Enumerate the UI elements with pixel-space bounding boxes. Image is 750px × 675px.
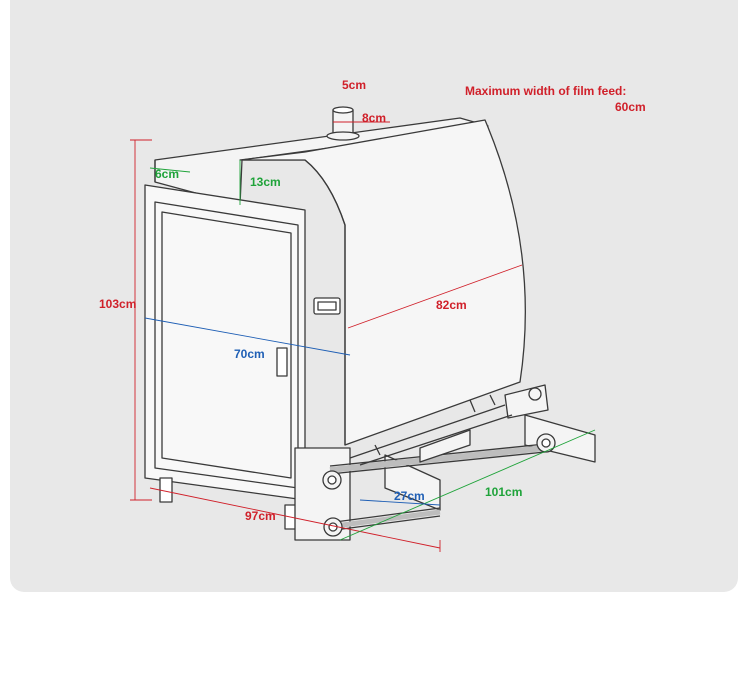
dim-side-step: 13cm bbox=[250, 175, 281, 189]
side-handle-inner bbox=[317, 301, 337, 311]
roller-cap-3-inner bbox=[541, 438, 551, 448]
door-panel bbox=[154, 201, 299, 489]
door-inner bbox=[161, 211, 292, 479]
end-bracket bbox=[524, 414, 596, 463]
lower-roller-edge bbox=[334, 507, 441, 531]
dim-total-length: 101cm bbox=[485, 485, 523, 499]
door-latch bbox=[276, 347, 288, 377]
mid-shaft-2 bbox=[359, 414, 513, 466]
annotation-film-width: Maximum width of film feed: bbox=[465, 84, 627, 98]
dim-total-height: 103cm bbox=[99, 297, 137, 311]
exhaust-outlet-base bbox=[326, 131, 360, 141]
upper-roller bbox=[329, 445, 546, 473]
roller-cap-4 bbox=[528, 387, 542, 401]
feed-shaft-b bbox=[374, 394, 496, 456]
annotation-film-width-value: 60cm bbox=[615, 100, 646, 114]
roller-cap-1-inner bbox=[327, 475, 337, 485]
mid-shaft bbox=[349, 404, 506, 459]
exhaust-outlet-top bbox=[332, 106, 354, 114]
dim-top-gap: 6cm bbox=[155, 167, 180, 181]
feed-arm bbox=[384, 454, 441, 511]
feed-shaft-a bbox=[419, 429, 471, 463]
roller-cap-2-inner bbox=[328, 522, 338, 532]
dim-roller-gap: 27cm bbox=[394, 489, 425, 503]
dim-body-length: 82cm bbox=[436, 298, 467, 312]
rear-arm bbox=[504, 384, 549, 419]
dim-outlet-height: 8cm bbox=[362, 111, 387, 125]
dim-outlet-diameter: 5cm bbox=[342, 78, 367, 92]
dim-door-width: 70cm bbox=[234, 347, 265, 361]
lower-roller bbox=[334, 509, 441, 529]
body-front-face bbox=[304, 159, 346, 445]
dim-base-width: 97cm bbox=[245, 509, 276, 523]
